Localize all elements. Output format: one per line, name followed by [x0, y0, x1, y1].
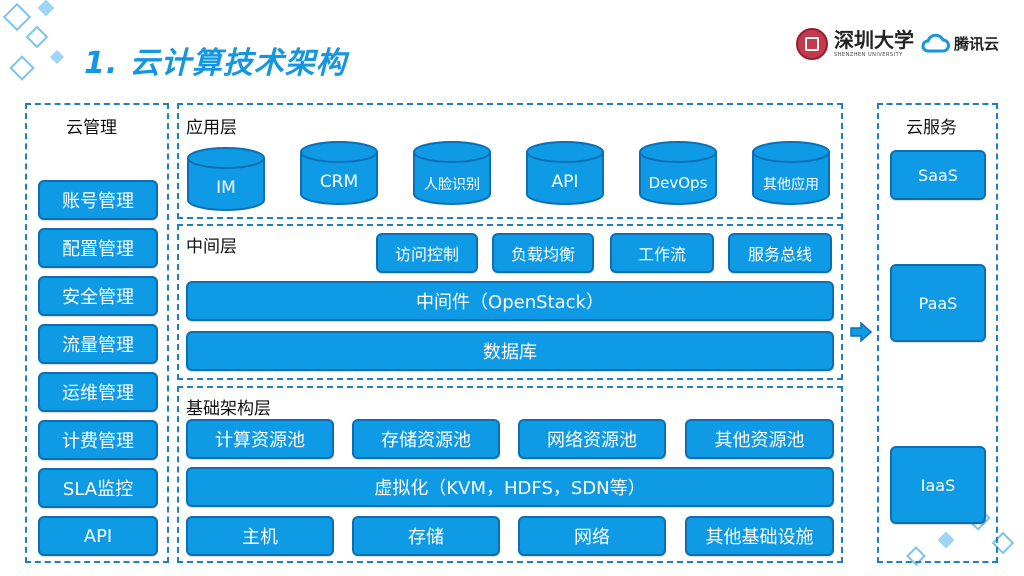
- middleware-openstack[interactable]: 中间件（OpenStack）: [186, 281, 834, 321]
- szu-seal-icon: [796, 28, 828, 60]
- module-workflow[interactable]: 工作流: [610, 233, 714, 273]
- app-face-recognition[interactable]: 人脸识别: [412, 140, 492, 206]
- mgmt-config[interactable]: 配置管理: [38, 228, 158, 268]
- cloud-management-panel: [25, 103, 169, 563]
- app-devops-label: DevOps: [648, 174, 708, 192]
- app-other-label: 其他应用: [763, 177, 819, 193]
- database-cylinder-icon: [300, 141, 378, 205]
- database-bar[interactable]: 数据库: [186, 331, 834, 371]
- mgmt-account[interactable]: 账号管理: [38, 180, 158, 220]
- app-other[interactable]: 其他应用: [751, 140, 831, 206]
- hw-network[interactable]: 网络: [518, 516, 666, 556]
- service-iaas[interactable]: IaaS: [890, 446, 986, 524]
- tencent-cloud-name: 腾讯云: [954, 34, 1000, 53]
- hw-host[interactable]: 主机: [186, 516, 334, 556]
- mgmt-sla-monitor[interactable]: SLA监控: [38, 468, 158, 508]
- arrow-right-icon: [850, 322, 872, 342]
- infrastructure-layer-panel: [177, 386, 843, 563]
- service-saas[interactable]: SaaS: [890, 150, 986, 200]
- virtualization-bar[interactable]: 虚拟化（KVM，HDFS，SDN等）: [186, 467, 834, 507]
- hw-other-infrastructure[interactable]: 其他基础设施: [685, 516, 834, 556]
- app-devops[interactable]: DevOps: [638, 140, 718, 206]
- middle-layer-panel: [177, 224, 843, 380]
- app-face-recognition-label: 人脸识别: [424, 177, 480, 193]
- pool-other[interactable]: 其他资源池: [685, 419, 834, 459]
- infrastructure-layer-label: 基础架构层: [186, 399, 271, 419]
- cloud-services-label: 云服务: [906, 118, 957, 138]
- hw-storage[interactable]: 存储: [352, 516, 500, 556]
- tencent-cloud-logo: 腾讯云: [920, 32, 999, 54]
- app-api[interactable]: API: [525, 140, 605, 206]
- application-layer-panel: [177, 103, 843, 219]
- module-access-control[interactable]: 访问控制: [376, 233, 478, 273]
- szu-name: 深圳大学: [834, 28, 914, 52]
- database-cylinder-icon: [526, 141, 604, 205]
- mgmt-billing[interactable]: 计费管理: [38, 420, 158, 460]
- database-cylinder-icon: [639, 141, 717, 205]
- cloud-icon: [921, 33, 950, 53]
- module-load-balancing[interactable]: 负载均衡: [492, 233, 594, 273]
- mgmt-api[interactable]: API: [38, 516, 158, 556]
- pool-storage[interactable]: 存储资源池: [352, 419, 500, 459]
- database-cylinder-icon: [413, 141, 491, 205]
- middle-layer-label: 中间层: [186, 237, 237, 257]
- app-crm[interactable]: CRM: [299, 140, 379, 206]
- cloud-services-panel: [877, 103, 998, 563]
- pool-compute[interactable]: 计算资源池: [186, 419, 334, 459]
- application-layer-label: 应用层: [186, 118, 237, 138]
- app-crm-label: CRM: [319, 172, 359, 192]
- page-title: 1. 云计算技术架构: [84, 46, 347, 81]
- cloud-management-label: 云管理: [66, 118, 117, 138]
- database-cylinder-icon: [187, 147, 265, 211]
- szu-logo: 深圳大学 SHENZHEN UNIVERSITY: [796, 28, 914, 60]
- corner-decoration-top-left: [2, 0, 65, 81]
- app-api-label: API: [551, 172, 579, 192]
- service-paas[interactable]: PaaS: [890, 264, 986, 342]
- szu-subtitle: SHENZHEN UNIVERSITY: [834, 52, 903, 58]
- mgmt-operations[interactable]: 运维管理: [38, 372, 158, 412]
- pool-network[interactable]: 网络资源池: [518, 419, 666, 459]
- app-im[interactable]: IM: [186, 146, 266, 212]
- mgmt-traffic[interactable]: 流量管理: [38, 324, 158, 364]
- app-im-label: IM: [216, 178, 236, 198]
- database-cylinder-icon: [752, 141, 830, 205]
- module-service-bus[interactable]: 服务总线: [728, 233, 832, 273]
- mgmt-security[interactable]: 安全管理: [38, 276, 158, 316]
